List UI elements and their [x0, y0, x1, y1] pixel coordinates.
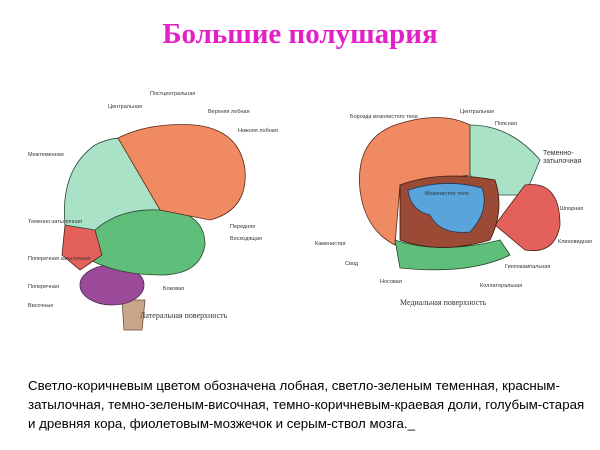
- frontal-lobe: [117, 124, 246, 221]
- slide-title: Большие полушария: [162, 18, 438, 50]
- brainstem: [121, 299, 146, 331]
- label: Восходящая: [230, 236, 262, 242]
- label: Мозолистое тело: [425, 191, 469, 197]
- label: Гиппокампальная: [505, 264, 550, 270]
- label: Поперечная: [28, 284, 59, 290]
- label: Носовая: [380, 279, 402, 285]
- label: Постцентральная: [150, 91, 195, 97]
- label: Поперечная затылочная: [28, 256, 91, 262]
- label: Коллатеральная: [480, 283, 522, 289]
- label: Борозда мозолистого тела: [350, 114, 419, 120]
- label: Каменистая: [315, 241, 345, 247]
- label: Свод: [345, 261, 359, 267]
- label: Поясная: [495, 121, 517, 127]
- medial-caption: Медиальная поверхность: [400, 298, 487, 307]
- label: Теменно-затылочная: [28, 219, 82, 225]
- lateral-caption: Латеральная поверхность: [140, 311, 228, 320]
- description-text: Светло-коричневым цветом обозначена лобн…: [28, 378, 585, 431]
- label: Боковая: [163, 286, 184, 292]
- label: Центральная: [108, 104, 142, 110]
- brain-diagram: Латеральная поверхность Постцентральная …: [28, 91, 592, 331]
- parietal-lobe: [469, 124, 541, 196]
- label: Височные: [28, 303, 53, 309]
- label: Нижняя лобная: [238, 128, 278, 134]
- medial-brain-illustration: Медиальная поверхность Борозда мозолисто…: [315, 109, 592, 307]
- label: Центральная: [460, 109, 494, 115]
- label: Шпорная: [560, 206, 583, 212]
- lateral-brain-illustration: Латеральная поверхность Постцентральная …: [28, 91, 278, 331]
- label: Теменно-затылочная: [543, 150, 582, 165]
- old-cortex: [407, 183, 485, 233]
- label: Верхняя лобная: [208, 109, 250, 115]
- label: Передняя: [230, 224, 255, 230]
- label: Клиновидная: [558, 239, 592, 245]
- occipital-lobe: [494, 184, 561, 252]
- label: Межтеменная: [28, 152, 64, 158]
